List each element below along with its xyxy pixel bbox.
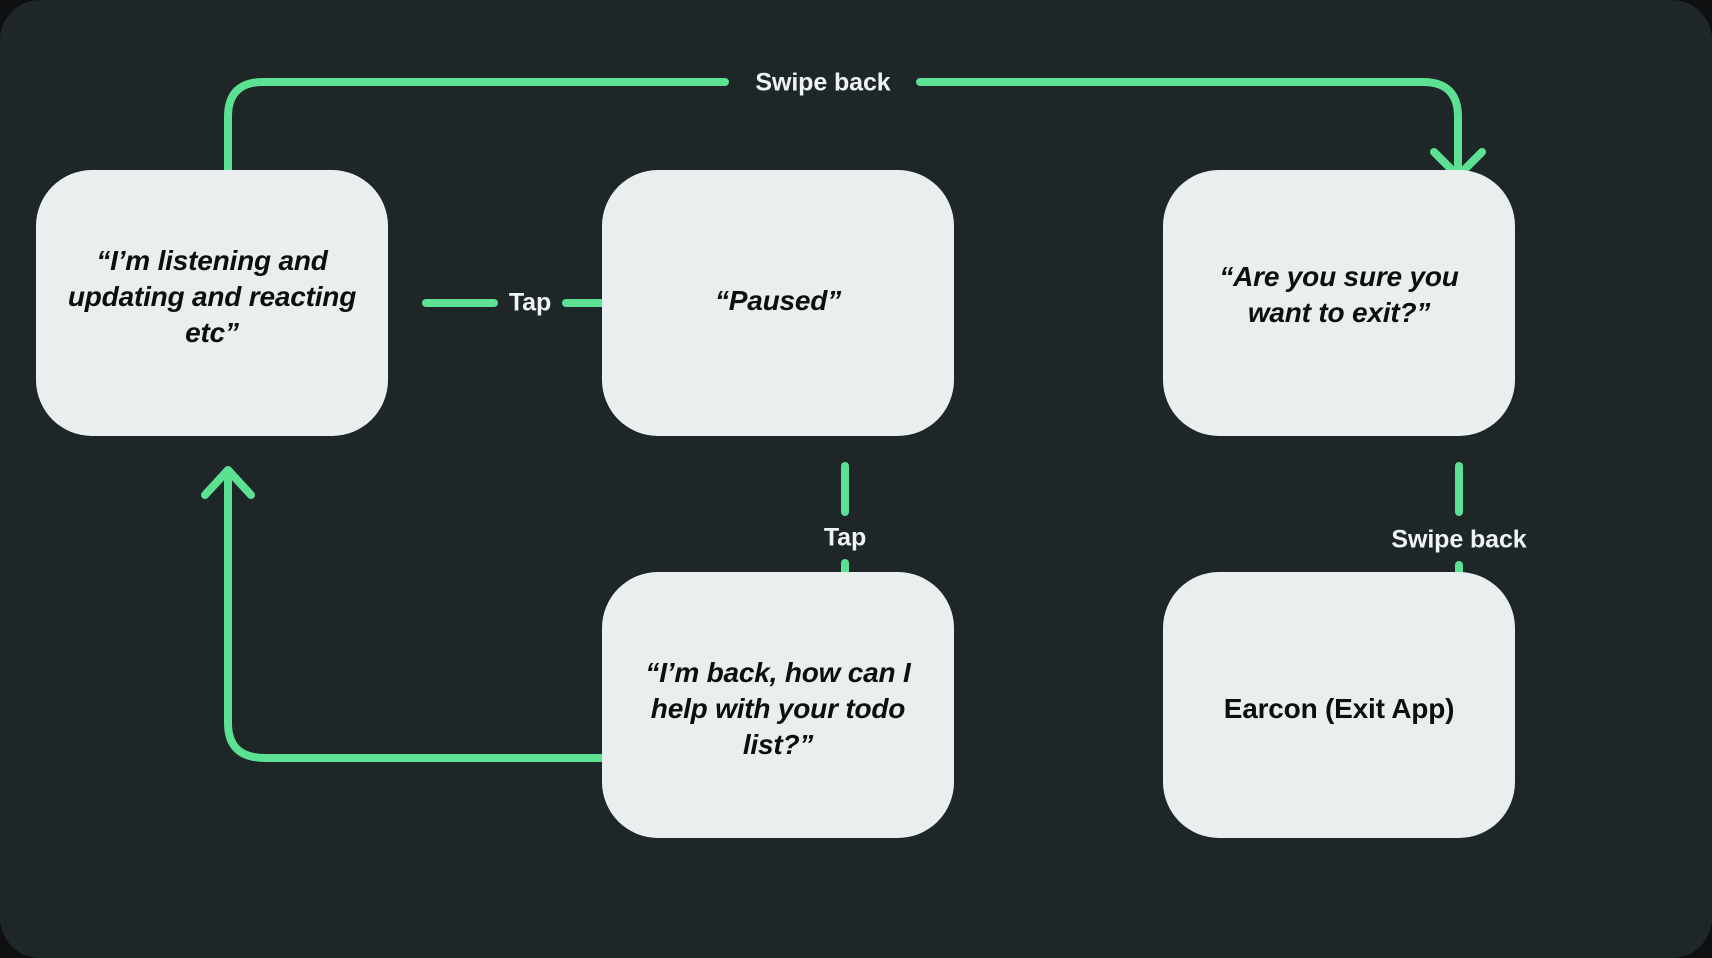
edge-swipe-back-top-left-segment (224, 78, 729, 174)
node-listening-label: “I’m listening and updating and reacting… (67, 245, 357, 348)
edge-label-tap-horizontal: Tap (508, 288, 552, 317)
node-confirm[interactable]: “Are you sure you want to exit?” (1163, 170, 1515, 436)
node-paused-label: “Paused” (715, 285, 841, 317)
node-earcon[interactable]: Earcon (Exit App) (1163, 572, 1515, 838)
edge-label-swipe-back-vertical: Swipe back (1391, 525, 1527, 554)
edge-label-swipe-back-top: Swipe back (755, 68, 891, 97)
node-listening[interactable]: “I’m listening and updating and reacting… (36, 170, 388, 436)
edge-label-tap-vertical: Tap (823, 523, 867, 552)
edge-return-loop (224, 476, 644, 762)
node-earcon-label: Earcon (Exit App) (1223, 693, 1455, 725)
edge-swipe-back-top-right-segment (916, 78, 1462, 176)
node-back-label: “I’m back, how can I help with your todo… (645, 657, 911, 760)
node-paused[interactable]: “Paused” (602, 170, 954, 436)
edge-return-arrowhead (201, 466, 255, 499)
node-back[interactable]: “I’m back, how can I help with your todo… (602, 572, 954, 838)
node-confirm-label: “Are you sure you want to exit?” (1219, 261, 1459, 328)
